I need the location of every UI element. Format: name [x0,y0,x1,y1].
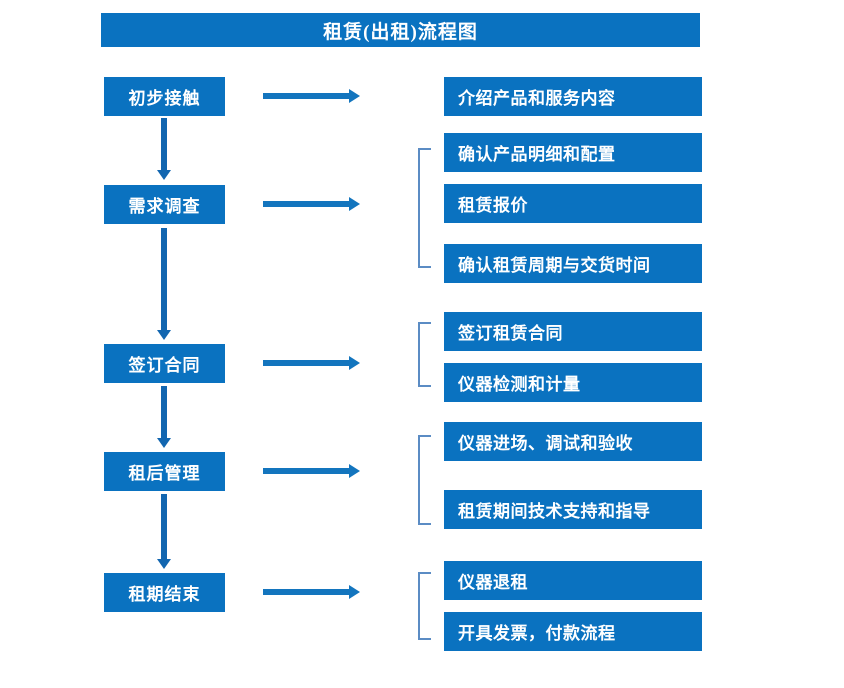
horizontal-arrow-stage3 [263,356,360,370]
vertical-arrow-stage1-to-stage2 [157,118,171,180]
horizontal-arrow-stage2 [263,197,360,211]
detail-box-instrument-return[interactable]: 仪器退租 [444,561,702,600]
detail-box-instrument-entry-debug-acceptance[interactable]: 仪器进场、调试和验收 [444,422,702,461]
horizontal-arrow-stage5 [263,585,360,599]
group-bracket-demand-survey [418,148,431,268]
detail-box-confirm-product-details-config[interactable]: 确认产品明细和配置 [444,133,702,172]
horizontal-arrow-stage4 [263,464,360,478]
stage-box-post-rental-management[interactable]: 租后管理 [104,452,225,491]
detail-box-confirm-rental-period-delivery[interactable]: 确认租赁周期与交货时间 [444,244,702,283]
detail-box-technical-support-guidance[interactable]: 租赁期间技术支持和指导 [444,490,702,529]
detail-box-instrument-inspection-metering[interactable]: 仪器检测和计量 [444,363,702,402]
detail-box-invoice-payment-process[interactable]: 开具发票，付款流程 [444,612,702,651]
vertical-arrow-stage4-to-stage5 [157,494,171,569]
detail-box-sign-rental-contract[interactable]: 签订租赁合同 [444,312,702,351]
stage-box-initial-contact[interactable]: 初步接触 [104,77,225,116]
flowchart-title: 租赁(出租)流程图 [101,13,700,47]
horizontal-arrow-stage1 [263,89,360,103]
vertical-arrow-stage3-to-stage4 [157,386,171,448]
stage-box-demand-survey[interactable]: 需求调查 [104,185,225,224]
vertical-arrow-stage2-to-stage3 [157,228,171,340]
detail-box-introduce-products-services[interactable]: 介绍产品和服务内容 [444,77,702,116]
stage-box-rental-end[interactable]: 租期结束 [104,573,225,612]
stage-box-sign-contract[interactable]: 签订合同 [104,344,225,383]
detail-box-rental-quotation[interactable]: 租赁报价 [444,184,702,223]
group-bracket-sign-contract [418,322,431,387]
group-bracket-post-rental-management [418,435,431,525]
group-bracket-rental-end [418,572,431,640]
